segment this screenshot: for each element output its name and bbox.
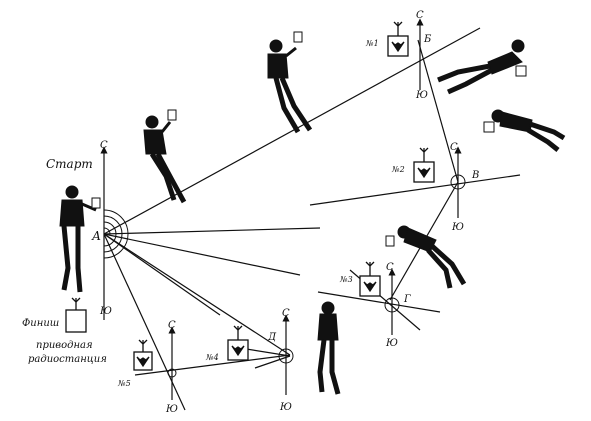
station-5-box [133,339,153,371]
antenna-icon [233,325,243,331]
station-4-box [227,325,249,361]
antenna-icon [365,261,375,267]
north-label: С [386,262,394,273]
south-label: Ю [451,222,464,233]
runner-figure [385,225,467,289]
north-label: С [416,10,424,21]
station-1-box [387,21,409,57]
runner-figure [317,301,341,395]
antenna-icon [71,297,81,303]
bearing-line-station-2 [103,227,321,235]
station-2-label: №2 [391,165,405,174]
bearing-line-station-3 [103,233,301,276]
bearing-line-v [309,174,521,206]
bearing-line-station-1 [103,27,481,235]
north-label: С [282,308,290,319]
south-label: Ю [279,402,292,413]
runner-figure [59,185,101,293]
south-label: Ю [415,90,428,101]
bearing-line-g [317,291,441,313]
point-g-marker [384,297,400,313]
stations [65,21,435,371]
fox-icon [417,167,431,179]
fox-icon [363,281,377,293]
drive-station-label-2: радиостанция [28,354,107,365]
runner-figure [483,109,566,152]
point-5-marker [167,368,177,378]
point-d-label: Д [267,332,277,343]
finish-label: Финиш [22,318,59,329]
runners [59,31,566,395]
south-label: Ю [99,306,112,317]
point-g-label: Г [403,294,411,305]
antenna-icon [138,339,148,345]
south-label: Ю [165,404,178,415]
fox-icon [391,41,405,53]
compass-arrows [100,18,462,400]
runner-figure [143,109,187,204]
runner-figure [267,31,313,134]
bearing-line-station-4 [103,233,291,356]
bearing-line-d3 [254,355,291,369]
point-v-label: В [471,170,479,181]
north-label: С [100,140,108,151]
finish-station-box [65,297,87,333]
station-2-box [413,147,435,183]
station-5-label: №5 [117,379,131,388]
antenna-icon [419,147,429,153]
antenna-icon [393,21,403,27]
north-label: С [450,142,458,153]
point-v-marker [450,174,466,190]
point-b-label: Б [423,34,432,45]
text-labels: Старт С Ю А Финиш приводная радиостанция… [22,10,479,415]
point-a-label: А [91,229,101,243]
runner-figure [437,39,527,95]
station-4-label: №4 [205,353,219,362]
point-d-marker [278,348,294,364]
bearing-line-d [134,354,291,376]
south-label: Ю [385,338,398,349]
station-3-box [359,261,381,297]
start-label: Старт [46,157,93,171]
station-3-label: №3 [339,275,353,284]
route-b-v [417,39,459,183]
north-label: С [168,320,176,331]
fox-icon [136,356,150,368]
station-1-label: №1 [365,39,379,48]
fox-icon [231,345,245,357]
drive-station-label-1: приводная [36,340,93,351]
signal-arcs [103,209,129,259]
